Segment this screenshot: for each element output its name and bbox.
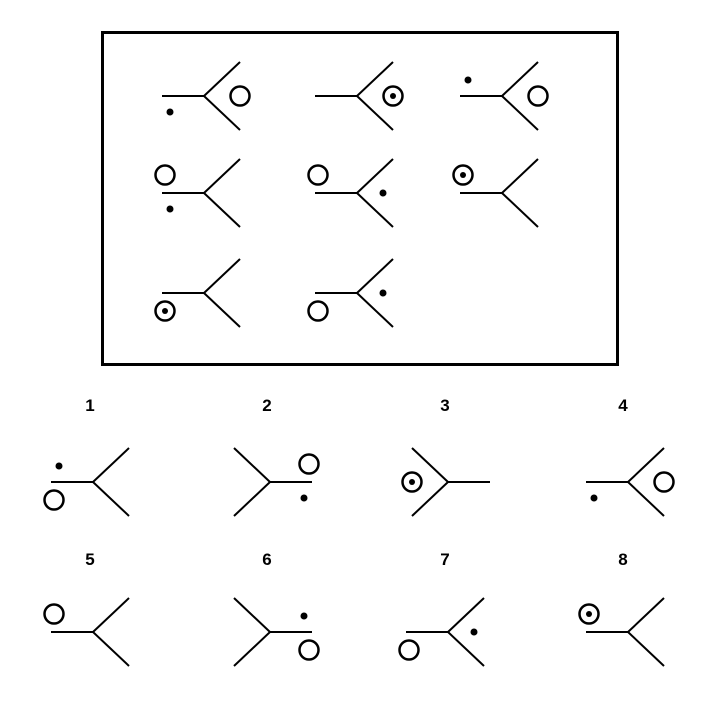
option-label-1: 1 (85, 396, 95, 415)
free-dot (300, 494, 308, 502)
matrix-cell-r1c2 (315, 61, 404, 131)
lower-arm-line (447, 631, 485, 667)
ring-center-dot (586, 611, 592, 617)
ring-circle (298, 453, 320, 475)
ring-circle (229, 85, 251, 107)
lower-arm-line (501, 95, 539, 131)
free-dot (464, 76, 472, 84)
option-figure-1 (43, 447, 130, 517)
matrix-cell-r1c1 (162, 61, 251, 131)
option-label-7: 7 (440, 550, 450, 569)
free-dot (166, 108, 174, 116)
upper-arm-line (92, 597, 130, 633)
option-figure-7 (398, 597, 485, 667)
upper-arm-line (447, 597, 485, 633)
lower-arm-line (627, 631, 665, 667)
ring-circle (398, 639, 420, 661)
option-figure-8 (578, 597, 665, 667)
option-label-8: 8 (618, 550, 628, 569)
option-figure-5 (43, 597, 130, 667)
upper-arm-line (203, 158, 241, 194)
ring-circle (527, 85, 549, 107)
option-figure-2 (233, 447, 320, 517)
lower-arm-line (411, 481, 449, 517)
lower-arm-line (203, 95, 241, 131)
upper-arm-line (501, 158, 539, 194)
option-label-6: 6 (262, 550, 272, 569)
ring-circle (307, 164, 329, 186)
ring-center-dot (390, 93, 396, 99)
lower-arm-line (501, 192, 539, 228)
ring-circle (43, 489, 65, 511)
ring-circle (154, 300, 176, 322)
option-figure-6 (233, 597, 320, 667)
upper-arm-line (203, 258, 241, 294)
lower-arm-line (203, 192, 241, 228)
lower-arm-line (627, 481, 665, 517)
answer-options (43, 447, 675, 667)
lower-arm-line (356, 292, 394, 328)
option-figure-3 (401, 447, 490, 517)
free-dot (379, 289, 387, 297)
ring-circle (401, 471, 423, 493)
upper-arm-line (627, 597, 665, 633)
upper-arm-line (233, 597, 271, 633)
matrix-cell-r3c2 (307, 258, 394, 328)
lower-arm-line (203, 292, 241, 328)
lower-arm-line (233, 481, 271, 517)
free-dot (300, 612, 308, 620)
upper-arm-line (356, 258, 394, 294)
upper-arm-line (233, 447, 271, 483)
lower-arm-line (92, 631, 130, 667)
lower-arm-line (92, 481, 130, 517)
option-label-4: 4 (618, 396, 628, 415)
lower-arm-line (356, 95, 394, 131)
matrix-cell-r2c3 (452, 158, 539, 228)
option-figure-4 (586, 447, 675, 517)
ring-circle (307, 300, 329, 322)
upper-arm-line (356, 61, 394, 97)
ring-circle (382, 85, 404, 107)
upper-arm-line (356, 158, 394, 194)
ring-center-dot (460, 172, 466, 178)
free-dot (166, 205, 174, 213)
upper-arm-line (411, 447, 449, 483)
matrix-frame (101, 31, 619, 366)
ring-circle (298, 639, 320, 661)
ring-circle (452, 164, 474, 186)
ring-center-dot (409, 479, 415, 485)
lower-arm-line (233, 631, 271, 667)
ring-center-dot (162, 308, 168, 314)
ring-circle (154, 164, 176, 186)
matrix-cell-r2c1 (154, 158, 241, 228)
matrix-cell-r2c2 (307, 158, 394, 228)
option-label-5: 5 (85, 550, 95, 569)
free-dot (55, 462, 63, 470)
upper-arm-line (627, 447, 665, 483)
ring-circle (653, 471, 675, 493)
ring-circle (578, 603, 600, 625)
free-dot (590, 494, 598, 502)
matrix-cells (154, 61, 549, 328)
upper-arm-line (501, 61, 539, 97)
upper-arm-line (203, 61, 241, 97)
free-dot (379, 189, 387, 197)
option-label-2: 2 (262, 396, 272, 415)
free-dot (470, 628, 478, 636)
lower-arm-line (356, 192, 394, 228)
matrix-cell-r1c3 (460, 61, 549, 131)
option-label-3: 3 (440, 396, 450, 415)
ring-circle (43, 603, 65, 625)
upper-arm-line (92, 447, 130, 483)
matrix-cell-r3c1 (154, 258, 241, 328)
